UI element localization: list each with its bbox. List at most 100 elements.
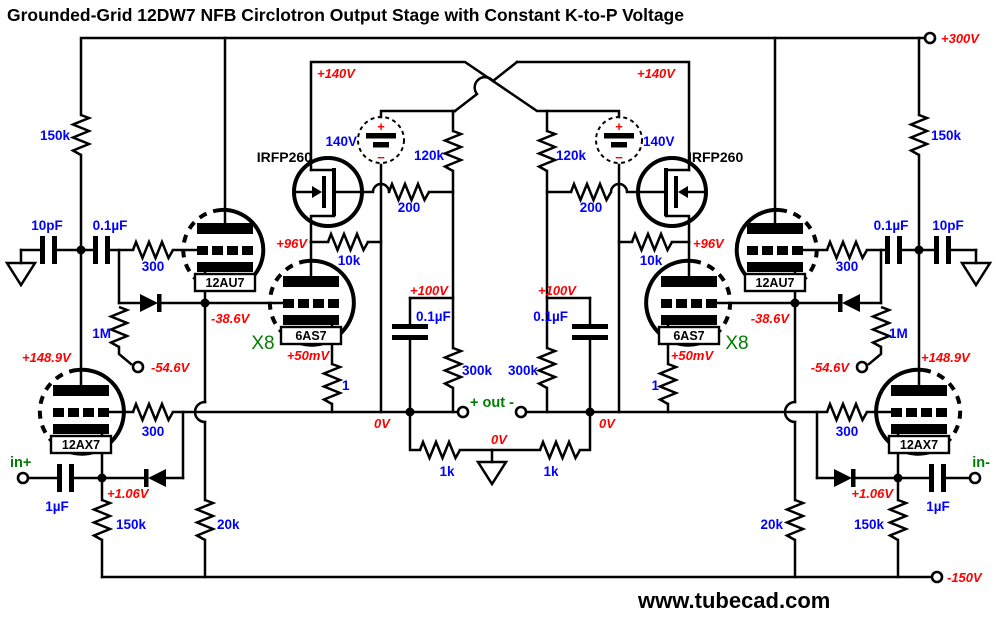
bottom-rail: -150V <box>100 570 983 585</box>
label-20k-left: 20k <box>217 517 240 532</box>
source-row-right: +96V 10k <box>617 232 725 268</box>
diode-bottom-right <box>834 469 852 487</box>
label-120k-right: 120k <box>556 148 587 163</box>
label-10pf-left: 10pF <box>31 218 63 233</box>
tube-6as7-left-label: 6AS7 <box>295 329 326 343</box>
divider-column-left: 120k 300k 200 +100V 0.1µF <box>387 109 493 417</box>
label-m546v-right: -54.6V <box>811 360 851 375</box>
label-m386v-right: -38.6V <box>751 311 791 326</box>
label-120k-left: 120k <box>414 148 445 163</box>
label-1489v-right: +148.9V <box>921 350 971 365</box>
label-in-plus: in+ <box>10 455 31 471</box>
page-title: Grounded-Grid 12DW7 NFB Circlotron Outpu… <box>7 5 684 25</box>
label-out: + out - <box>470 395 514 411</box>
label-100v-left: +100V <box>410 283 449 298</box>
label-1m-right: 1M <box>889 326 908 341</box>
battery-left: + − 140V <box>325 116 405 414</box>
gate-hop-left <box>360 182 391 194</box>
crossover-network: +140V +140V <box>309 60 691 172</box>
label-10pf-right: 10pF <box>932 218 964 233</box>
tube-12ax7-right: +148.9V 12AX7 300 in- 1µF +1.06V 150k 20… <box>760 248 990 579</box>
battery-left-minus: − <box>377 150 385 165</box>
label-150k-bot-right: 150k <box>854 517 885 532</box>
label-1ohm-left: 1 <box>342 378 350 393</box>
label-150k-top-right: 150k <box>931 128 962 143</box>
label-battery-right: 140V <box>643 134 675 149</box>
tube-12ax7-left: +148.9V 12AX7 300 in+ 1µF +1.06V 150k 20… <box>10 248 240 579</box>
label-50mv-right: +50mV <box>671 348 715 363</box>
label-140v-rail-left: +140V <box>317 66 356 81</box>
label-01uf-top-right: 0.1µF <box>874 218 909 233</box>
website-text: www.tubecad.com <box>637 588 830 613</box>
label-battery-left: 140V <box>325 134 357 149</box>
tube-6as7-right: 6AS7 X8 +50mV 1 <box>644 240 749 414</box>
diode-top-left <box>140 294 158 312</box>
label-irfp260-right: IRFP260 <box>688 149 743 165</box>
label-0v-right: 0V <box>599 416 616 431</box>
label-1uf-left: 1µF <box>45 499 69 514</box>
ground-center-icon <box>475 460 509 487</box>
label-96v-left: +96V <box>276 236 308 251</box>
divider-column-right: 120k 300k 200 +100V 0.1µF <box>508 109 613 417</box>
label-100v-right: +100V <box>538 283 577 298</box>
label-plus300v: +300V <box>941 31 980 46</box>
label-in-minus: in- <box>972 455 990 471</box>
label-0v-left: 0V <box>374 416 391 431</box>
mosfet-right-gate-arrow <box>678 186 688 198</box>
label-1489v-left: +148.9V <box>22 350 72 365</box>
output-rail: + out - 0V 0V 1k 1k 0V <box>107 395 893 487</box>
rail-hop-left <box>193 400 207 424</box>
label-1uf-right: 1µF <box>926 499 950 514</box>
label-10k-left: 10k <box>338 253 361 268</box>
out-plus-terminal <box>456 405 470 419</box>
label-01uf-mid-right: 0.1µF <box>533 309 568 324</box>
minus150v-terminal <box>930 570 944 584</box>
plus300v-terminal <box>923 31 937 45</box>
diode-top-right <box>842 294 860 312</box>
bias-terminal-right <box>855 360 869 374</box>
mosfet-left: IRFP260 <box>257 149 391 244</box>
tube-12ax7-right-label: 12AX7 <box>900 438 938 452</box>
label-300k-left: 300k <box>462 363 493 378</box>
bias-terminal-left <box>131 360 145 374</box>
label-1k-right: 1k <box>543 464 559 479</box>
crossover-hop <box>453 60 519 113</box>
rail-hop-right <box>783 400 797 424</box>
in-minus-terminal <box>968 471 982 485</box>
label-96v-right: +96V <box>693 236 725 251</box>
ground-right-icon <box>959 261 993 288</box>
battery-right: + − 140V <box>595 116 675 414</box>
tube-12au7-right: 12AU7 <box>734 207 819 305</box>
label-0v-center: 0V <box>491 432 508 447</box>
feedback-node-left: 150k 10pF 0.1µF 300 <box>4 113 199 288</box>
label-300-12au7-right: 300 <box>836 259 859 274</box>
label-10k-right: 10k <box>640 253 663 268</box>
label-50mv-left: +50mV <box>287 348 331 363</box>
out-minus-terminal <box>514 405 528 419</box>
tube-12au7-left-label: 12AU7 <box>206 276 245 290</box>
tube-6as7-right-label: 6AS7 <box>673 329 704 343</box>
mosfet-right: IRFP260 <box>609 149 743 244</box>
label-m546v-left: -54.6V <box>151 360 191 375</box>
ground-left-icon <box>4 261 38 288</box>
label-x8-right: X8 <box>725 333 748 354</box>
label-140v-rail-right: +140V <box>637 66 676 81</box>
tube-12ax7-left-label: 12AX7 <box>62 438 100 452</box>
label-150k-bot-left: 150k <box>116 517 147 532</box>
label-m386v-left: -38.6V <box>211 311 251 326</box>
label-106v-right: +1.06V <box>851 486 894 501</box>
bias-network-left: -38.6V 1M -54.6V <box>92 248 285 375</box>
top-rail: +300V <box>79 31 980 226</box>
battery-right-minus: − <box>615 150 623 165</box>
label-300k-right: 300k <box>508 363 539 378</box>
label-300-12au7-left: 300 <box>142 259 165 274</box>
battery-right-plus: + <box>615 119 623 134</box>
label-200-right: 200 <box>580 200 603 215</box>
label-1k-left: 1k <box>439 464 455 479</box>
label-106v-left: +1.06V <box>107 486 150 501</box>
label-1ohm-right: 1 <box>651 378 659 393</box>
source-row-left: +96V 10k <box>276 232 383 268</box>
label-300-12ax7-right: 300 <box>836 424 859 439</box>
